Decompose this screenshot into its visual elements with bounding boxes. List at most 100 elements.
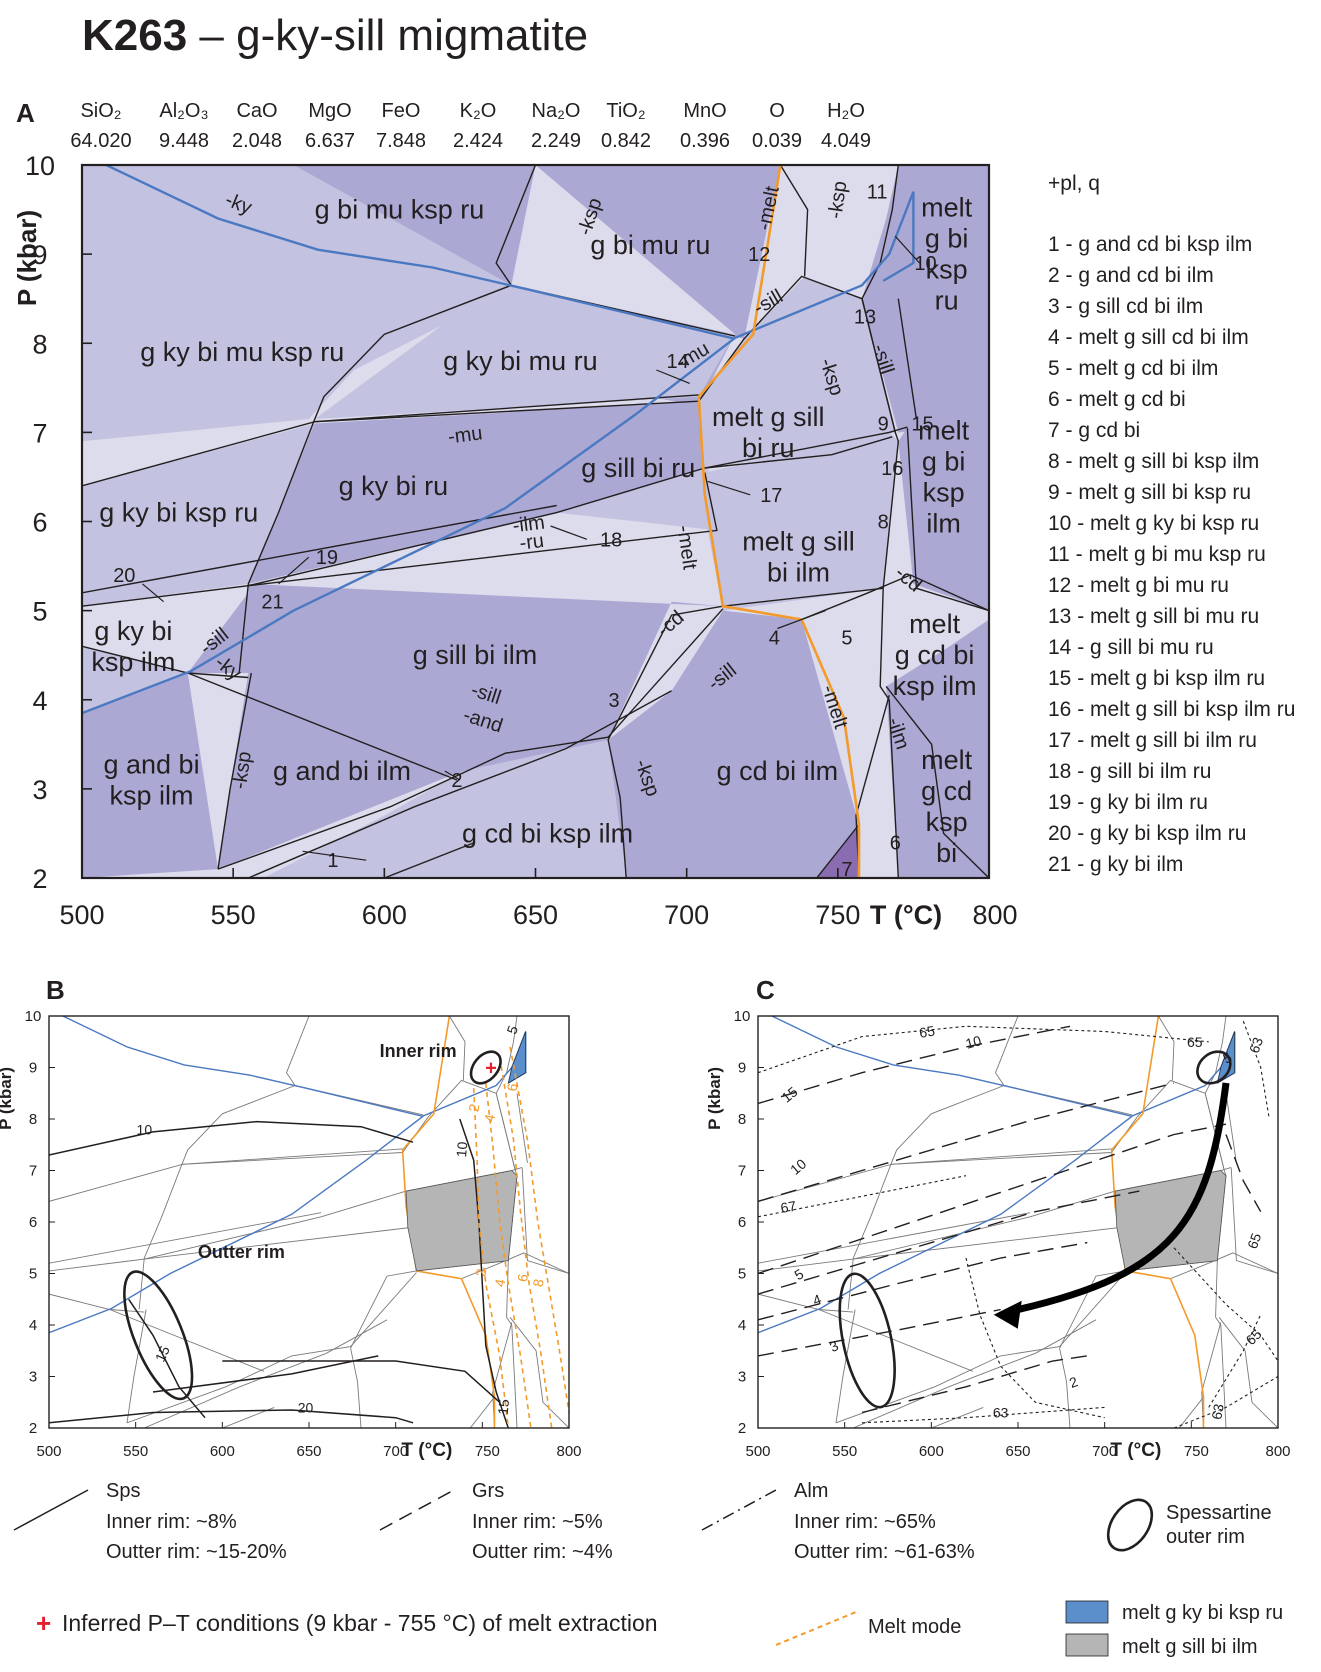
legend-grey-field: melt g sill bi ilm xyxy=(1065,1633,1258,1658)
y-tick-label: 10 xyxy=(734,1008,751,1025)
assemblage-field xyxy=(608,610,859,878)
isopleth-label: 65 xyxy=(1187,1034,1203,1050)
leader-line xyxy=(894,235,920,264)
alm-line-sample xyxy=(701,1489,777,1531)
x-tick-label: 650 xyxy=(296,1443,321,1460)
field-label-line: g sill bi ilm xyxy=(413,640,538,670)
legend-item: 18 - g sill bi ilm ru xyxy=(1048,760,1211,783)
reaction-line xyxy=(816,824,860,878)
x-tick-label: 700 xyxy=(1092,1443,1117,1460)
field-label: g and bi ilm xyxy=(273,756,411,786)
bottom-legend: Sps Inner rim: ~8% Outter rim: ~15-20% G… xyxy=(13,1480,1283,1658)
net-line xyxy=(818,1309,974,1372)
x-tick-label: 800 xyxy=(972,900,1017,930)
reaction-line xyxy=(861,165,899,300)
sps-isopleth xyxy=(222,1360,501,1403)
y-tick-label: 9 xyxy=(29,1060,37,1077)
x-axis-label: T (°C) xyxy=(870,900,942,930)
field-labels: g bi mu ksp rug bi mu rug ky bi mu ksp r… xyxy=(91,193,976,869)
leader-line xyxy=(550,525,588,540)
alm-isopleth xyxy=(758,1175,967,1218)
assemblage-field xyxy=(82,673,218,878)
reaction-line xyxy=(82,504,557,594)
net-al2sio5-line xyxy=(62,1016,424,1118)
inner-rim-ellipse xyxy=(469,1050,502,1085)
field-label: g cd bi ilm xyxy=(717,756,839,786)
leader-line xyxy=(656,369,690,384)
field-number: 14 xyxy=(666,351,688,373)
net-line xyxy=(835,1272,1126,1424)
oxide-name: Al₂O₃ xyxy=(159,100,208,122)
net-line xyxy=(516,1093,528,1163)
grs-inner: Inner rim: ~5% xyxy=(472,1511,603,1533)
oxide-value: 2.048 xyxy=(232,130,282,152)
y-axis-label: P (kbar) xyxy=(0,1067,15,1130)
y-tick-label: 7 xyxy=(738,1163,746,1180)
x-tick-label: 750 xyxy=(815,900,860,930)
isopleth-label: 65 xyxy=(918,1022,936,1040)
sps-isopleth-label: 10 xyxy=(453,1141,470,1158)
field-label: g ky bi ksp ru xyxy=(99,498,258,528)
reaction-line xyxy=(187,672,458,781)
isopleth-label: 10 xyxy=(964,1032,983,1052)
sps-name: Sps xyxy=(106,1480,140,1502)
sps-isopleth-label: 10 xyxy=(137,1121,153,1137)
grs-isopleth xyxy=(758,1123,1227,1275)
reaction-line xyxy=(248,472,718,587)
legend-item: 20 - g ky bi ksp ilm ru xyxy=(1048,822,1246,845)
assemblage-field xyxy=(293,165,536,286)
y-tick-label: 6 xyxy=(32,508,47,538)
oxide-value: 0.842 xyxy=(601,130,651,152)
net-line xyxy=(1225,1093,1237,1163)
assemblage-field xyxy=(898,427,989,611)
alm-isopleth xyxy=(758,1025,1209,1074)
leader-line xyxy=(278,556,310,585)
x-tick-label: 550 xyxy=(832,1443,857,1460)
field-number: 3 xyxy=(609,690,620,712)
reaction-line xyxy=(897,298,918,420)
legend-item: 9 - melt g sill bi ksp ru xyxy=(1048,481,1251,504)
reaction-label: -mu xyxy=(447,422,484,448)
oxide-name: MnO xyxy=(683,100,726,122)
legend-item: 8 - melt g sill bi ksp ilm xyxy=(1048,450,1259,473)
title-rest: – g-ky-sill migmatite xyxy=(187,11,588,60)
y-axis-label: P (kbar) xyxy=(12,210,42,306)
sps-isopleth-label: 15 xyxy=(495,1398,512,1415)
grs-isopleth xyxy=(861,1355,1088,1414)
field-label-line: g ky bi xyxy=(94,616,172,646)
y-tick-label: 5 xyxy=(32,597,47,627)
field-label-line: melt xyxy=(921,745,973,775)
al2sio5-line xyxy=(105,165,736,340)
oxide-value: 9.448 xyxy=(159,130,209,152)
field-label-line: bi ilm xyxy=(767,558,830,588)
legend-item: 4 - melt g sill cd bi ilm xyxy=(1048,326,1249,349)
net-al2sio5-line xyxy=(771,1016,1133,1118)
sps-outer: Outter rim: ~15-20% xyxy=(106,1541,287,1563)
inferred-text: Inferred P–T conditions (9 kbar - 755 °C… xyxy=(62,1610,658,1636)
field-number: 8 xyxy=(878,512,889,534)
oxide-name: FeO xyxy=(382,100,421,122)
legend-item: 14 - g sill bi mu ru xyxy=(1048,636,1214,659)
field-label-line: bi xyxy=(936,838,957,868)
reaction-line xyxy=(238,284,512,674)
y-tick-label: 5 xyxy=(29,1266,37,1283)
melt-mode-line xyxy=(498,1057,553,1428)
leader-line xyxy=(142,583,164,603)
reaction-label: -ilm xyxy=(511,512,546,538)
x-axis-label: T (°C) xyxy=(1110,1440,1161,1461)
y-tick-label: 2 xyxy=(32,864,47,894)
isopleth-label: 63 xyxy=(1246,1035,1266,1055)
y-tick-label: 5 xyxy=(738,1266,746,1283)
isopleth-label: 63 xyxy=(993,1405,1009,1421)
assemblage-field xyxy=(556,401,717,531)
legend-grs: Grs Inner rim: ~5% Outter rim: ~4% xyxy=(379,1480,613,1563)
panel-label-a: A xyxy=(16,98,35,128)
field-label: g ky bi mu ru xyxy=(443,346,598,376)
